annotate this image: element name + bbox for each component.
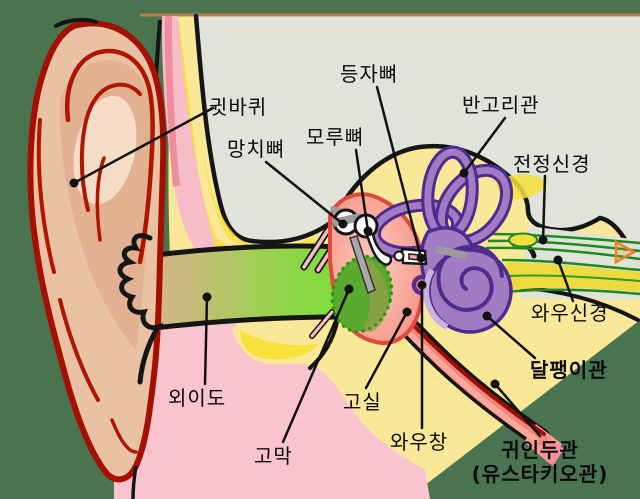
tragus-outline — [117, 233, 164, 385]
eustachian-tube — [393, 311, 564, 466]
label-cochlea: 달팽이관 — [530, 358, 608, 382]
outer-ear — [27, 17, 167, 499]
ossicles — [330, 206, 468, 295]
label-eustachian-tube: 귀인두관 (유스타키오관) — [452, 438, 628, 486]
auditory-nerves — [485, 226, 640, 322]
label-ear-canal: 외이도 — [168, 386, 227, 410]
label-eustachian-tube-line2: (유스타키오관) — [471, 462, 609, 486]
label-vestibular-nerve: 전정신경 — [513, 152, 591, 176]
eardrum — [330, 254, 394, 334]
pointer-lines — [72, 85, 575, 444]
head-section — [140, 13, 640, 268]
label-cochlear-nerve: 와우신경 — [531, 301, 609, 325]
nerve-direction-arrow-icon — [614, 239, 637, 265]
label-eardrum: 고막 — [254, 444, 293, 468]
label-tympanic-cavity: 고실 — [343, 390, 382, 414]
pointer-dots — [69, 168, 563, 389]
label-stapes: 등자뼈 — [340, 62, 399, 86]
label-semicircular-canals: 반고리관 — [462, 93, 540, 117]
label-incus: 모루뼈 — [306, 125, 365, 149]
label-malleus: 망치뼈 — [227, 137, 286, 161]
flesh-band — [161, 16, 230, 266]
malleus-handle — [349, 235, 376, 295]
label-cochlear-window: 와우창 — [390, 430, 449, 454]
scalp-edge — [140, 13, 640, 17]
label-eustachian-tube-line1: 귀인두관 — [501, 438, 579, 462]
label-pinna: 귓바퀴 — [209, 95, 268, 119]
cochlea — [423, 244, 513, 334]
vestibular-nerve — [485, 232, 640, 261]
ear-canal — [143, 243, 345, 370]
